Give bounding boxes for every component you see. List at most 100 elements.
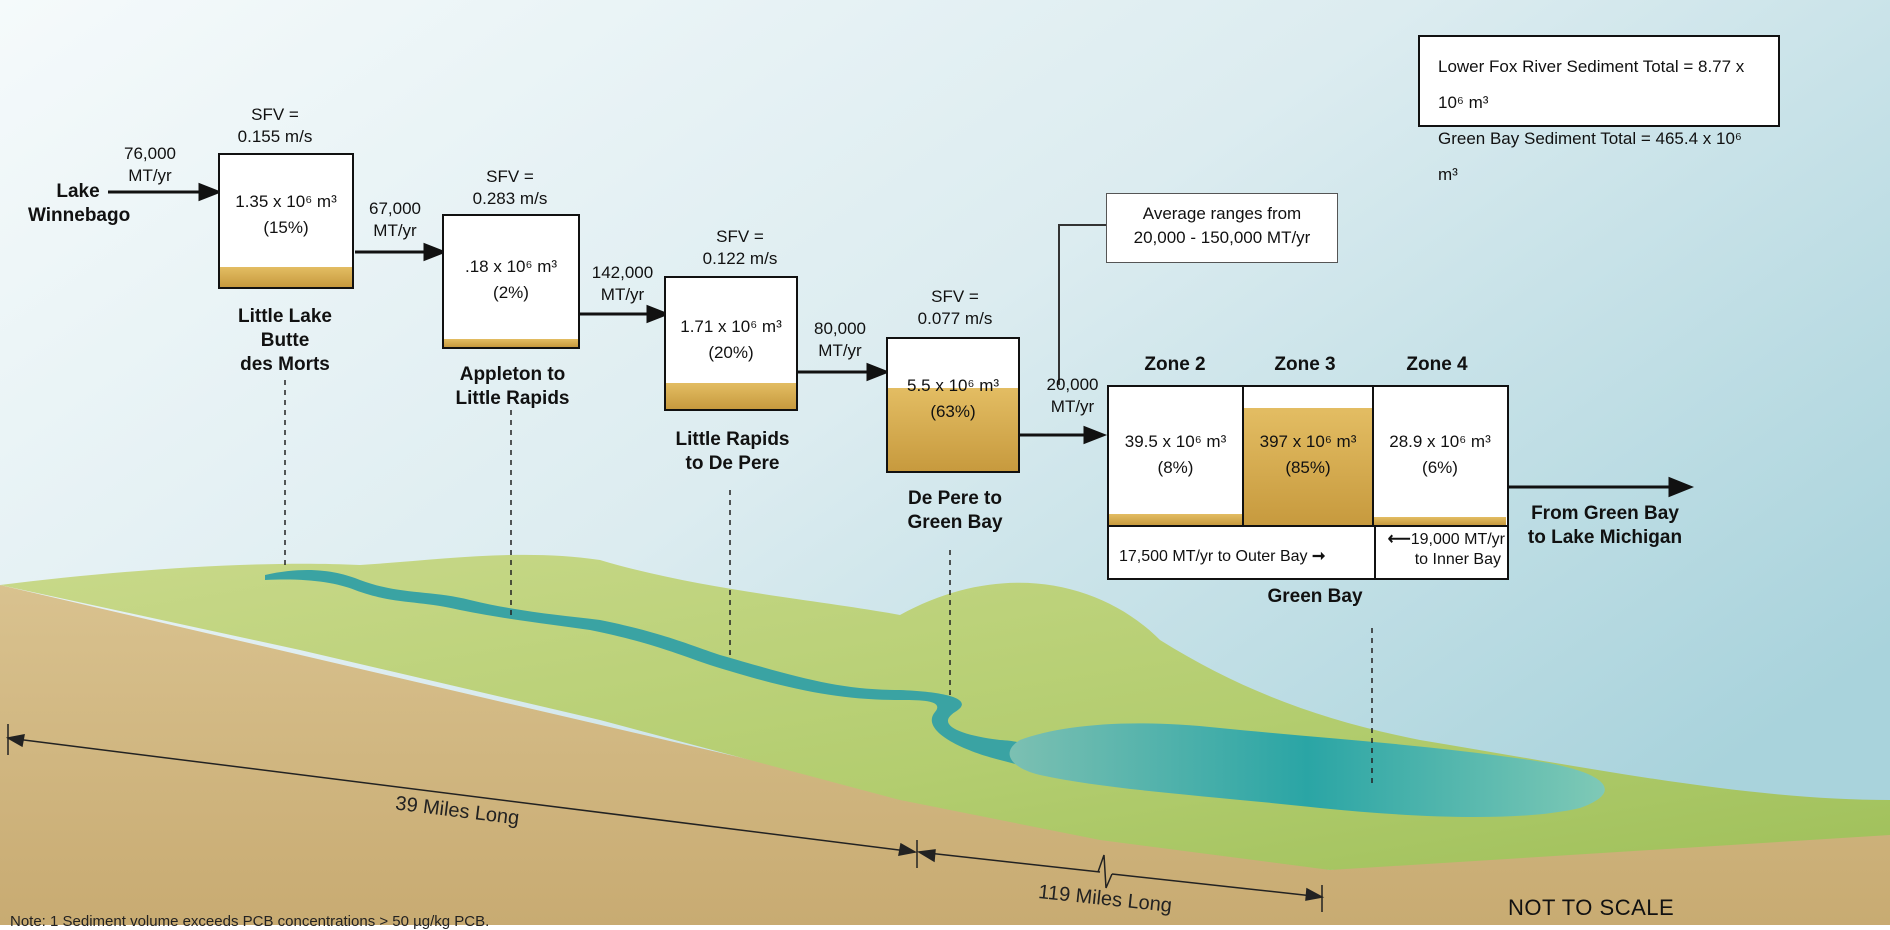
arrow-right-icon: ➞ [1311,548,1326,565]
reach-3-box: 1.71 x 10⁶ m³ (20%) [664,276,798,411]
reach-2-outflow: 142,000 MT/yr [580,262,665,306]
reach-1-sfv: SFV = 0.155 m/s [215,104,335,148]
reach-4-name: De Pere to Green Bay [875,487,1035,535]
source-label-line2: Winnebago [28,205,131,226]
reach-4-name-line2: Green Bay [907,512,1003,533]
reach-1-outflow-line1: 67,000 [369,199,421,218]
distance-arrows [5,724,1325,912]
reach-2-box: .18 x 10⁶ m³ (2%) [442,214,580,349]
green-bay-label: Green Bay [1267,586,1363,607]
reach-3-sfv: SFV = 0.122 m/s [680,226,800,270]
reach-2-name-line1: Appleton to [459,364,566,385]
zone-2-volume: 39.5 x 10⁶ m³ [1124,432,1227,451]
reach-1-sfv-label: SFV = [251,105,299,124]
reach-1-volume: 1.35 x 10⁶ m³ [235,192,337,211]
reach-3-percent: (20%) [708,343,754,362]
zone-3-volume: 397 x 10⁶ m³ [1259,432,1357,451]
reach-3-name-line2: to De Pere [685,453,780,474]
reach-2-outflow-line2: MT/yr [600,285,645,304]
zone-4-volume: 28.9 x 10⁶ m³ [1389,432,1491,451]
average-ranges-note: Average ranges from 20,000 - 150,000 MT/… [1106,193,1338,263]
reach-2-sfv-value: 0.283 m/s [472,189,548,208]
source-flow: 76,000 MT/yr [110,143,190,187]
reach-3-outflow-line2: MT/yr [818,341,862,360]
zone-4-sediment-fill [1374,516,1506,525]
reach-4-outflow-line1: 20,000 [1046,375,1099,394]
reach-1-name-line3: des Morts [240,354,330,375]
reach-4-outflow-line2: MT/yr [1050,397,1095,416]
reach-3-volume: 1.71 x 10⁶ m³ [680,317,782,336]
reach-1-sediment-fill [220,267,352,287]
reach-2-name-line2: Little Rapids [455,388,570,409]
lake-michigan-outflow: From Green Bay to Lake Michigan [1505,502,1705,550]
reach-4-outflow: 20,000 MT/yr [1030,374,1115,418]
reach-2-name: Appleton to Little Rapids [430,363,595,411]
outer-bay-flow-text: 17,500 MT/yr to Outer Bay [1119,548,1308,565]
reach-4-sfv-label: SFV = [931,287,979,306]
zone-3: 397 x 10⁶ m³ (85%) [1244,387,1374,525]
not-to-scale-label: NOT TO SCALE [1508,895,1675,920]
lower-fox-river-total: Lower Fox River Sediment Total = 8.77 x … [1438,57,1745,112]
flow-arrows [108,182,1695,498]
reach-2-sfv-label: SFV = [486,167,534,186]
reach-2-sfv: SFV = 0.283 m/s [450,166,570,210]
reach-3-name-line1: Little Rapids [675,429,790,450]
reach-3-outflow-line1: 80,000 [814,319,866,338]
source-flow-line2: MT/yr [128,166,172,185]
zone-4-title: Zone 4 [1406,354,1468,375]
reach-3-sfv-value: 0.122 m/s [702,249,778,268]
footnote: Note: 1 Sediment volume exceeds PCB conc… [10,913,490,930]
reach-4-volume: 5.5 x 10⁶ m³ [906,376,1000,395]
reach-3-name: Little Rapids to De Pere [650,428,815,476]
average-note-connector [1058,224,1106,385]
lake-michigan-outflow-line1: From Green Bay [1531,503,1679,524]
reach-1-percent: (15%) [263,218,309,237]
zone-3-title: Zone 3 [1274,354,1336,375]
reach-1-box: 1.35 x 10⁶ m³ (15%) [218,153,354,289]
source-label: Lake Winnebago [28,180,131,228]
zone-2: 39.5 x 10⁶ m³ (8%) [1109,387,1244,525]
zone-3-percent: (85%) [1285,458,1331,477]
arrow-left-icon: ⟵ [1387,531,1411,548]
reach-2-percent: (2%) [493,283,529,302]
zone-2-sediment-fill [1109,513,1242,525]
reach-1-name: Little Lake Butte des Morts [205,305,365,377]
source-flow-line1: 76,000 [124,144,176,163]
reach-4-name-line1: De Pere to [908,488,1002,509]
reach-3-outflow: 80,000 MT/yr [800,318,880,362]
reach-2-volume: .18 x 10⁶ m³ [464,257,558,276]
inner-bay-flow: ⟵19,000 MT/yr to Inner Bay [1377,530,1505,570]
zone-4-percent: (6%) [1422,458,1458,477]
reach-1-sfv-value: 0.155 m/s [237,127,313,146]
soil-layer [0,585,1890,925]
green-bay-total: Green Bay Sediment Total = 465.4 x 10⁶ m… [1438,129,1742,184]
outer-bay-flow: 17,500 MT/yr to Outer Bay ➞ [1119,547,1325,567]
reach-1-outflow: 67,000 MT/yr [355,198,435,242]
reach-4-percent: (63%) [930,402,976,421]
average-note-line2: 20,000 - 150,000 MT/yr [1133,228,1311,247]
source-label-line1: Lake [56,181,100,202]
zone-3-sediment-fill [1244,407,1372,525]
reach-3-sfv-label: SFV = [716,227,764,246]
inner-bay-flow-line1: 19,000 MT/yr [1410,531,1505,548]
reach-2-sediment-fill [444,339,578,347]
reach-2-outflow-line1: 142,000 [591,263,654,282]
reach-4-sfv: SFV = 0.077 m/s [895,286,1015,330]
zones-divider [1109,525,1507,527]
green-bay-zones: 39.5 x 10⁶ m³ (8%) 397 x 10⁶ m³ (85%) 28… [1107,385,1509,580]
zone-4-bottom-divider [1374,525,1376,578]
zone-4: 28.9 x 10⁶ m³ (6%) [1374,387,1506,525]
reach-3-sediment-fill [666,382,796,409]
reach-4-sediment-fill [888,387,1018,471]
inner-bay-flow-line2: to Inner Bay [1414,551,1501,568]
reach-4-sfv-value: 0.077 m/s [917,309,993,328]
green-bay-water [1009,723,1605,818]
lake-michigan-outflow-line2: to Lake Michigan [1527,527,1683,548]
reach-1-name-line1: Little Lake [238,306,332,327]
zone-2-title: Zone 2 [1144,354,1206,375]
reach-4-box: 5.5 x 10⁶ m³ (63%) [886,337,1020,473]
reach-1-name-line2: Butte [260,330,310,351]
sediment-totals-legend: Lower Fox River Sediment Total = 8.77 x … [1418,35,1780,184]
average-note-line1: Average ranges from [1142,204,1302,223]
